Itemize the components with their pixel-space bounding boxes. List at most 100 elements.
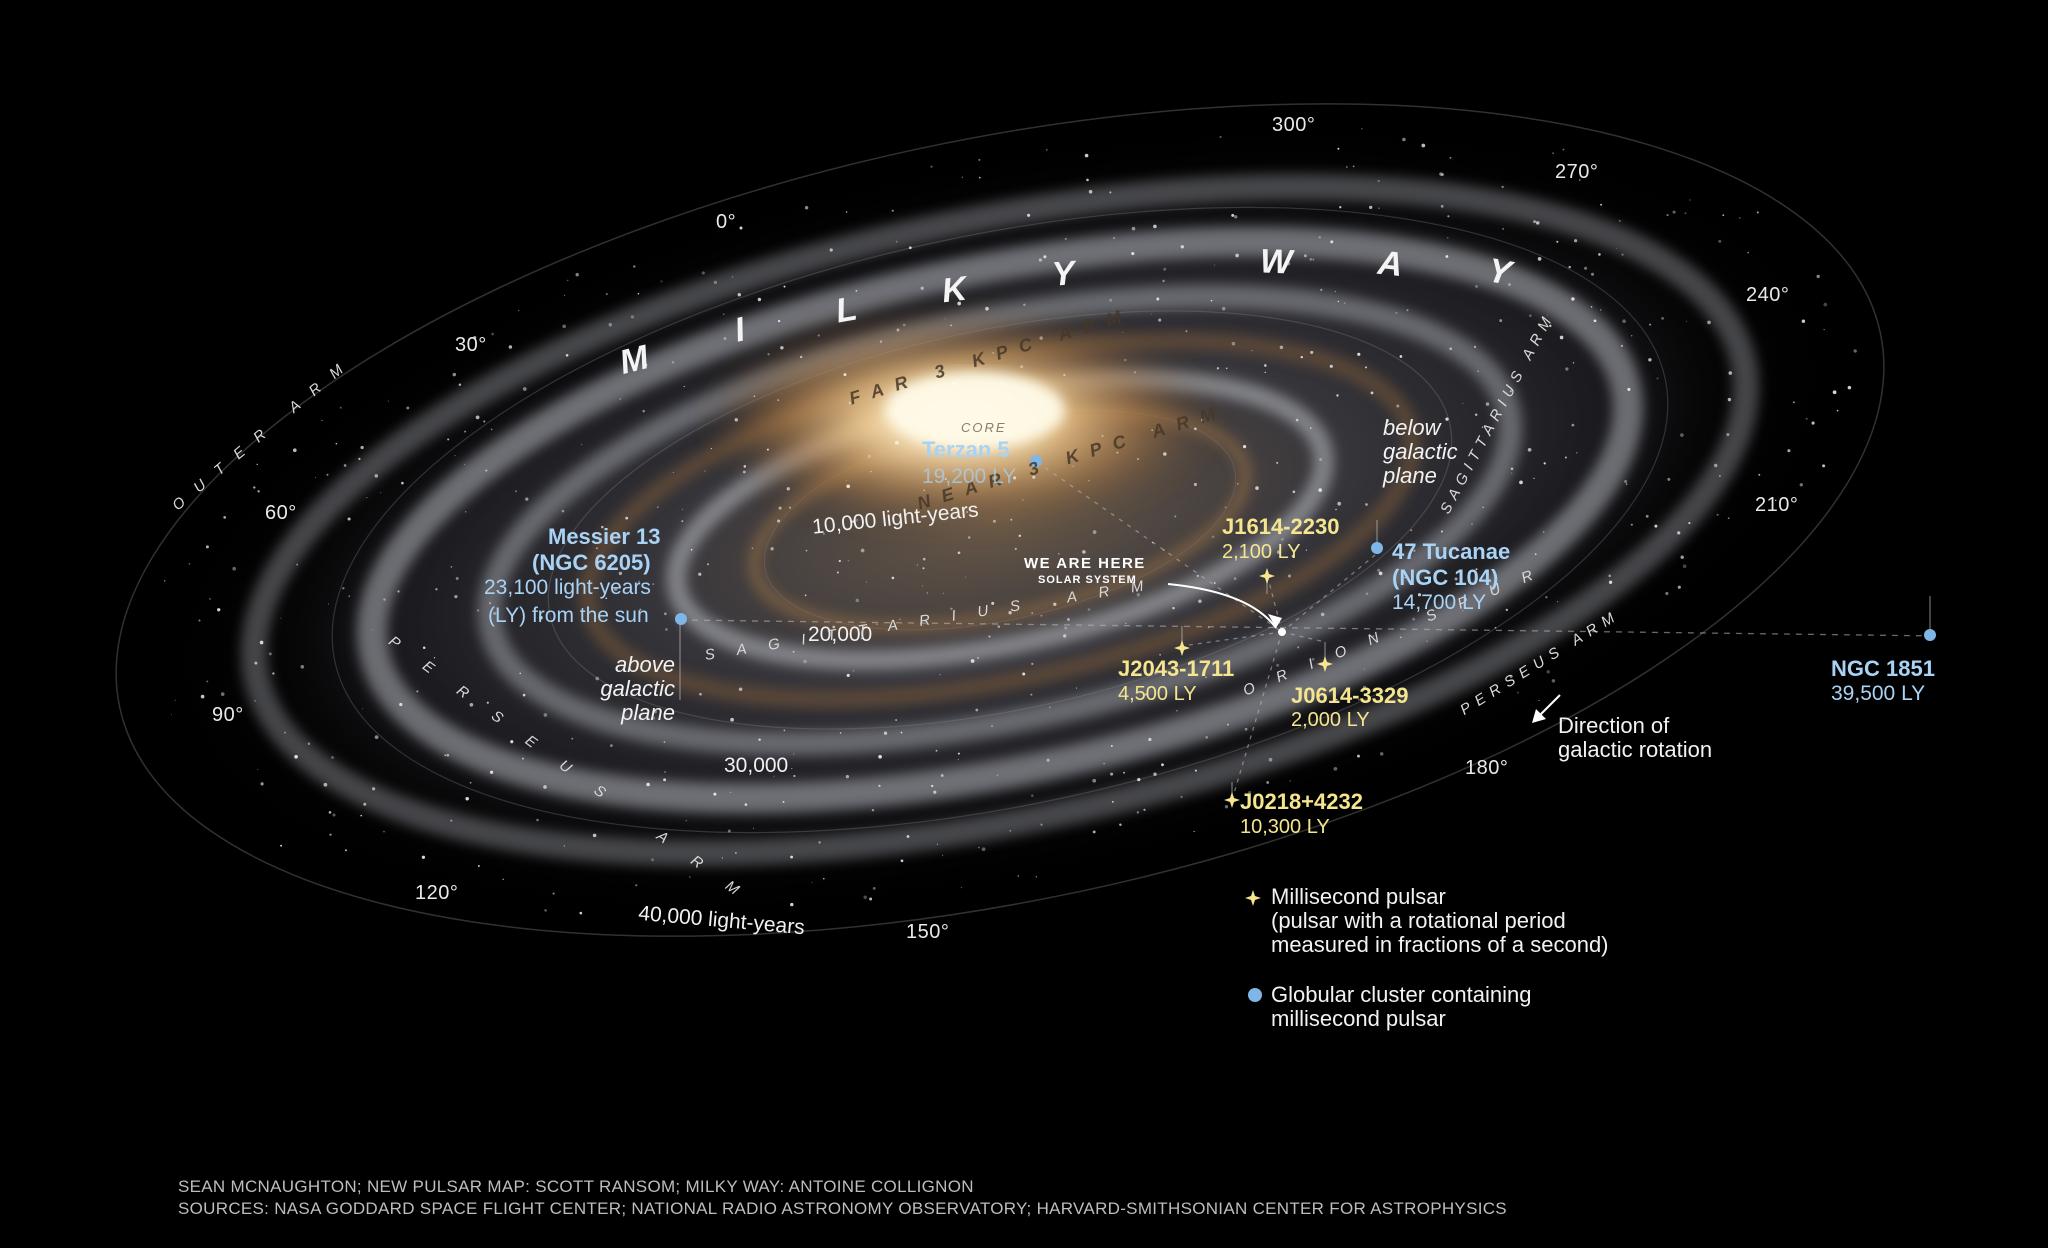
star: [930, 165, 933, 168]
star: [1176, 710, 1178, 712]
star: [935, 749, 938, 752]
star: [493, 611, 497, 615]
star: [1747, 251, 1750, 254]
star: [860, 637, 863, 640]
star: [923, 489, 925, 491]
star: [1310, 427, 1312, 429]
star: [1728, 371, 1733, 375]
star: [1608, 580, 1613, 584]
star: [1805, 417, 1808, 420]
star: [1251, 349, 1253, 352]
star: [960, 887, 963, 889]
title-letter: Y: [1050, 254, 1076, 294]
star: [1446, 236, 1449, 239]
star: [663, 778, 667, 782]
star: [1395, 311, 1398, 314]
star: [450, 819, 453, 822]
star: [1547, 314, 1549, 316]
star: [321, 419, 323, 421]
star: [610, 325, 612, 327]
star: [1109, 298, 1113, 302]
j0218-name: J0218+4232: [1240, 789, 1363, 814]
star: [1562, 148, 1565, 151]
star: [1528, 314, 1532, 318]
star: [1572, 362, 1575, 364]
star: [966, 511, 968, 513]
star: [489, 770, 494, 774]
star: [1568, 265, 1571, 269]
star: [985, 306, 989, 311]
star: [1330, 240, 1334, 244]
title-letter: W: [1259, 242, 1293, 282]
distance-label: 20,000: [808, 623, 873, 646]
j2043-distance: 4,500 LY: [1118, 683, 1197, 705]
star: [1556, 240, 1559, 243]
degree-label: 30°: [455, 334, 487, 356]
star: [477, 865, 480, 867]
star: [1600, 203, 1603, 206]
star: [522, 693, 526, 697]
messier13-name: Messier 13: [548, 524, 661, 549]
star: [653, 709, 658, 714]
star: [1112, 236, 1116, 240]
star: [1365, 503, 1368, 506]
star: [514, 490, 517, 493]
star: [485, 469, 488, 472]
star: [1565, 367, 1569, 371]
star: [1654, 524, 1658, 528]
star: [630, 315, 635, 319]
star: [767, 353, 770, 356]
star: [605, 597, 608, 600]
star: [518, 310, 520, 312]
star: [793, 774, 796, 778]
title-letter: A: [1376, 243, 1405, 285]
star: [1297, 646, 1300, 649]
star: [280, 844, 283, 847]
star: [811, 881, 813, 884]
star: [1546, 670, 1550, 674]
star: [931, 784, 934, 788]
above-plane-line: above: [615, 652, 675, 677]
star: [701, 271, 705, 275]
star: [1608, 574, 1611, 578]
star: [580, 443, 583, 446]
star: [860, 548, 865, 553]
star: [916, 564, 919, 566]
star: [896, 328, 900, 332]
star: [822, 877, 825, 880]
star: [1159, 653, 1162, 656]
star: [971, 423, 974, 427]
star: [782, 800, 785, 803]
star: [1231, 341, 1236, 346]
star: [1475, 568, 1478, 571]
star: [867, 454, 871, 458]
star: [978, 846, 980, 849]
star: [397, 590, 400, 593]
star: [638, 580, 640, 582]
star: [1543, 462, 1546, 465]
star: [1289, 780, 1292, 782]
star: [1124, 358, 1127, 362]
star: [1264, 371, 1267, 374]
star: [1329, 364, 1333, 368]
rotation-label: Direction of galactic rotation: [1558, 713, 1712, 762]
star: [1545, 596, 1548, 599]
star: [1022, 499, 1024, 501]
star: [613, 587, 618, 592]
star: [710, 447, 713, 450]
star: [1075, 687, 1078, 689]
star: [1276, 550, 1281, 554]
star: [1377, 568, 1381, 572]
star: [1538, 699, 1540, 701]
star: [1194, 427, 1197, 431]
star: [1040, 823, 1043, 826]
star: [836, 571, 839, 574]
star: [1527, 447, 1532, 452]
star: [713, 280, 718, 285]
star: [387, 400, 389, 402]
star: [1123, 771, 1126, 774]
star: [1343, 302, 1346, 304]
star: [1823, 302, 1828, 307]
star: [978, 158, 981, 161]
star: [1210, 299, 1213, 302]
